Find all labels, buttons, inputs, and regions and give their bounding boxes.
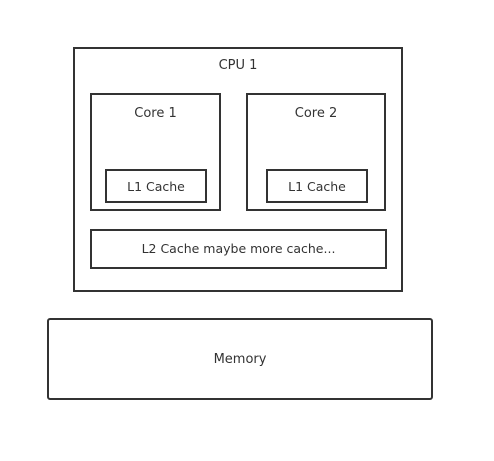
memory-label: Memory bbox=[213, 352, 267, 367]
l2-cache-label: L2 Cache maybe more cache... bbox=[141, 241, 336, 256]
core-1-label: Core 1 bbox=[134, 106, 177, 121]
core-1-l1-cache-label: L1 Cache bbox=[127, 179, 185, 194]
core-1-l1-cache-box: L1 Cache bbox=[105, 169, 207, 203]
memory-box: Memory bbox=[47, 318, 433, 400]
core-2-label: Core 2 bbox=[294, 106, 338, 121]
cpu-label: CPU 1 bbox=[218, 58, 258, 73]
core-2-l1-cache-box: L1 Cache bbox=[266, 169, 368, 203]
core-2-l1-cache-label: L1 Cache bbox=[288, 179, 346, 194]
l2-cache-box: L2 Cache maybe more cache... bbox=[90, 229, 387, 269]
